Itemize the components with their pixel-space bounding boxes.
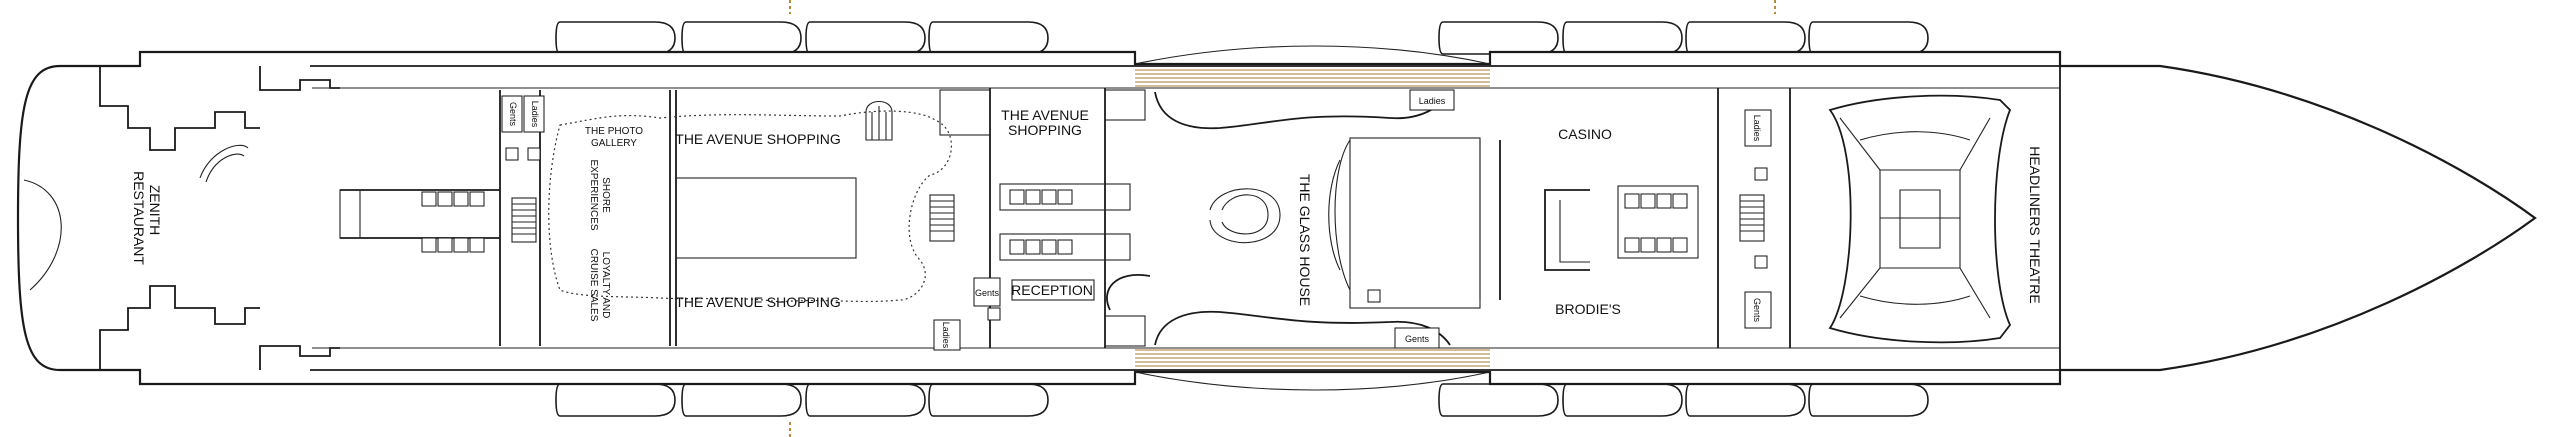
glass-house-label: THE GLASS HOUSE — [1297, 174, 1313, 306]
lifeboat — [555, 21, 676, 55]
lifeboat — [1808, 21, 1929, 55]
ladies-label: Ladies — [941, 322, 951, 349]
photo-gallery-label-line2: GALLERY — [591, 138, 637, 149]
casino-bar-inner — [1559, 200, 1590, 263]
brodies-label: BRODIE'S — [1555, 301, 1621, 317]
wheelchair-icon — [987, 307, 1001, 321]
loyalty-cruise-sales-label-line1: LOYALTY AND — [600, 252, 611, 319]
gents-label: Gents — [508, 102, 518, 127]
wheelchair-icon — [505, 147, 519, 161]
casino-bar — [1544, 189, 1590, 271]
headliners-theatre-label: HEADLINERS THEATRE — [2027, 146, 2043, 303]
elevators-mid — [999, 183, 1131, 261]
lifeboat — [681, 383, 802, 417]
lifeboats-bottom — [555, 383, 1929, 417]
zenith-restaurant-label-line1: ZENITH — [147, 185, 163, 236]
theatre-seating — [1828, 94, 2012, 344]
lifeboat — [555, 383, 676, 417]
staircase-forward — [1739, 194, 1765, 242]
gents-label: Gents — [1405, 334, 1430, 344]
zenith-restaurant-label-line2: RESTAURANT — [131, 171, 147, 265]
lifeboat — [928, 21, 1049, 55]
lifeboat — [1562, 383, 1683, 417]
glass-house-features — [1106, 91, 1481, 346]
avenue-shopping-top-label: THE AVENUE SHOPPING — [675, 131, 840, 147]
deck-planking-top — [1134, 45, 1491, 87]
restroom-boxes — [501, 89, 1772, 351]
ladies-label: Ladies — [530, 101, 540, 128]
wheelchair-icon — [527, 147, 541, 161]
gents-label: Gents — [975, 288, 1000, 298]
lifeboat — [1685, 21, 1806, 55]
reception-label: RECEPTION — [1011, 282, 1093, 298]
deck-planking-bottom — [1134, 349, 1491, 391]
elevators-forward — [1617, 185, 1699, 259]
elevators-aft — [421, 191, 485, 253]
staircase-mid — [929, 194, 955, 242]
reception-desk — [1011, 279, 1095, 301]
ladies-label: Ladies — [1419, 96, 1446, 106]
shore-experiences-label-line2: EXPERIENCES — [588, 159, 599, 230]
casino-label: CASINO — [1558, 126, 1612, 142]
staircase-shopping — [865, 100, 893, 141]
lifeboat — [805, 21, 926, 55]
atrium-void — [675, 177, 857, 259]
lifeboat — [1438, 383, 1559, 417]
lifeboat — [805, 383, 926, 417]
wheelchair-icons — [505, 147, 1768, 321]
lifeboat — [1438, 21, 1559, 55]
shore-experiences-label-line1: SHORE — [600, 177, 611, 213]
wheelchair-icon — [1754, 255, 1768, 269]
avenue-shopping-mid-label-line1: THE AVENUE — [1001, 107, 1089, 123]
lifeboat — [1808, 383, 1929, 417]
lifeboat — [1685, 383, 1806, 417]
wheelchair-icon — [1367, 289, 1381, 303]
lifeboat — [928, 383, 1049, 417]
lifeboat — [681, 21, 802, 55]
loyalty-cruise-sales-label-line2: CRUISE SALES — [588, 249, 599, 322]
ladies-label: Ladies — [1752, 115, 1762, 142]
inner-walls — [23, 65, 2160, 371]
gents-label: Gents — [1752, 298, 1762, 323]
section-markers — [789, 0, 1776, 437]
wheelchair-icon — [1754, 167, 1768, 181]
photo-gallery-label-line1: THE PHOTO — [585, 126, 643, 137]
staircase-aft — [511, 197, 537, 243]
lifeboat — [1562, 21, 1683, 55]
avenue-shopping-mid-label-line2: SHOPPING — [1008, 122, 1082, 138]
avenue-shopping-bottom-label: THE AVENUE SHOPPING — [675, 294, 840, 310]
lifeboats-top — [555, 21, 1929, 55]
spiral-staircase-zenith — [199, 144, 249, 183]
hull-outline — [16, 50, 2537, 386]
